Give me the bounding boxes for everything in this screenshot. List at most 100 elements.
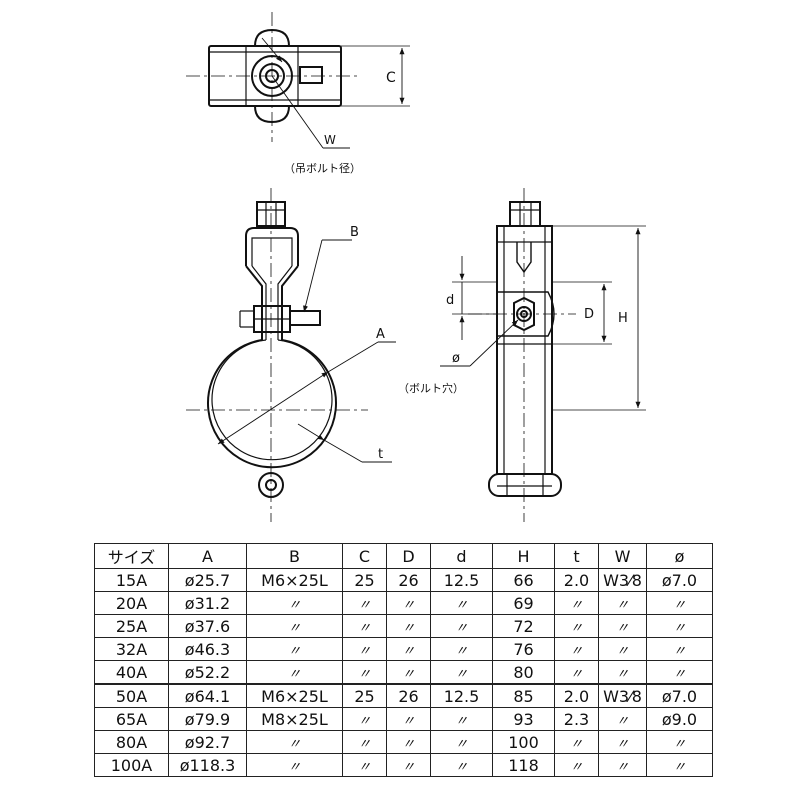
table-cell: 〃: [430, 591, 493, 615]
label-t: t: [378, 447, 383, 462]
table-cell: 69: [492, 591, 555, 615]
table-cell: 〃: [386, 614, 431, 638]
table-cell: 〃: [430, 637, 493, 661]
table-cell: ø46.3: [168, 637, 247, 661]
table-cell: 〃: [598, 591, 647, 615]
table-cell: 〃: [386, 637, 431, 661]
header-cell: B: [246, 543, 343, 569]
table-cell: 〃: [646, 730, 713, 754]
header-cell: サイズ: [94, 543, 169, 569]
table-cell: 〃: [386, 730, 431, 754]
table-cell: 〃: [598, 637, 647, 661]
header-cell: t: [554, 543, 599, 569]
table-cell: 〃: [646, 614, 713, 638]
table-cell: ø64.1: [168, 683, 247, 708]
table-cell: 〃: [246, 614, 343, 638]
table-cell: 12.5: [430, 568, 493, 592]
table-cell: 26: [386, 683, 431, 708]
table-cell: 〃: [386, 753, 431, 777]
table-cell: 76: [492, 637, 555, 661]
header-cell: d: [430, 543, 493, 569]
table-cell: 72: [492, 614, 555, 638]
table-cell: 〃: [554, 730, 599, 754]
table-cell: 25: [342, 683, 387, 708]
table-cell: 〃: [430, 660, 493, 685]
table-cell: ø31.2: [168, 591, 247, 615]
table-cell: 〃: [598, 660, 647, 685]
table-cell: 〃: [342, 660, 387, 685]
header-cell: C: [342, 543, 387, 569]
table-cell: ø52.2: [168, 660, 247, 685]
table-cell: 〃: [246, 591, 343, 615]
header-cell: W: [598, 543, 647, 569]
label-c: C: [386, 70, 396, 86]
table-cell: 100: [492, 730, 555, 754]
table-cell: ø92.7: [168, 730, 247, 754]
table-cell: 〃: [342, 707, 387, 731]
table-cell: 〃: [246, 753, 343, 777]
table-cell: M6×25L: [246, 568, 343, 592]
table-cell: ø25.7: [168, 568, 247, 592]
table-cell: 12.5: [430, 683, 493, 708]
table-cell: 〃: [342, 591, 387, 615]
table-cell: 〃: [554, 660, 599, 685]
label-a: A: [376, 327, 385, 342]
table-cell: 50A: [94, 683, 169, 708]
label-d-small: d: [446, 293, 454, 308]
table-cell: 〃: [646, 591, 713, 615]
table-cell: 80A: [94, 730, 169, 754]
table-cell: 2.0: [554, 568, 599, 592]
label-w: W: [324, 133, 336, 147]
table-cell: 〃: [342, 637, 387, 661]
table-cell: M6×25L: [246, 683, 343, 708]
label-phi: ø: [452, 351, 460, 366]
label-d-big: D: [584, 307, 594, 322]
header-cell: D: [386, 543, 431, 569]
header-cell: ø: [646, 543, 713, 569]
table-cell: ø37.6: [168, 614, 247, 638]
table-cell: 〃: [386, 591, 431, 615]
table-cell: 〃: [246, 730, 343, 754]
table-cell: ø7.0: [646, 568, 713, 592]
table-cell: 20A: [94, 591, 169, 615]
table-cell: 〃: [646, 660, 713, 685]
table-cell: 〃: [430, 614, 493, 638]
table-header-row: サイズ A B C D d H t W ø: [94, 543, 713, 569]
table-cell: 66: [492, 568, 555, 592]
table-cell: ø118.3: [168, 753, 247, 777]
table-cell: 〃: [554, 637, 599, 661]
technical-drawing: W （吊ボルト径） C: [186, 12, 646, 522]
table-cell: 32A: [94, 637, 169, 661]
table-cell: 〃: [342, 730, 387, 754]
label-phi-note: （ボルト穴）: [398, 381, 464, 395]
header-cell: H: [492, 543, 555, 569]
table-cell: 〃: [646, 753, 713, 777]
table-cell: 2.3: [554, 707, 599, 731]
table-cell: 〃: [554, 591, 599, 615]
table-cell: ø7.0: [646, 683, 713, 708]
table-cell: 85: [492, 683, 555, 708]
table-cell: 〃: [386, 660, 431, 685]
table-cell: W3⁄8: [598, 683, 647, 708]
table-cell: 118: [492, 753, 555, 777]
table-cell: 〃: [246, 660, 343, 685]
table-cell: 25: [342, 568, 387, 592]
table-cell: 〃: [246, 637, 343, 661]
table-cell: 26: [386, 568, 431, 592]
table-cell: 25A: [94, 614, 169, 638]
label-w-note: （吊ボルト径）: [284, 162, 361, 175]
label-h: H: [618, 311, 628, 326]
table-cell: 〃: [386, 707, 431, 731]
table-cell: 〃: [598, 707, 647, 731]
table-cell: 40A: [94, 660, 169, 685]
table-cell: 〃: [430, 707, 493, 731]
front-view: [186, 188, 396, 522]
